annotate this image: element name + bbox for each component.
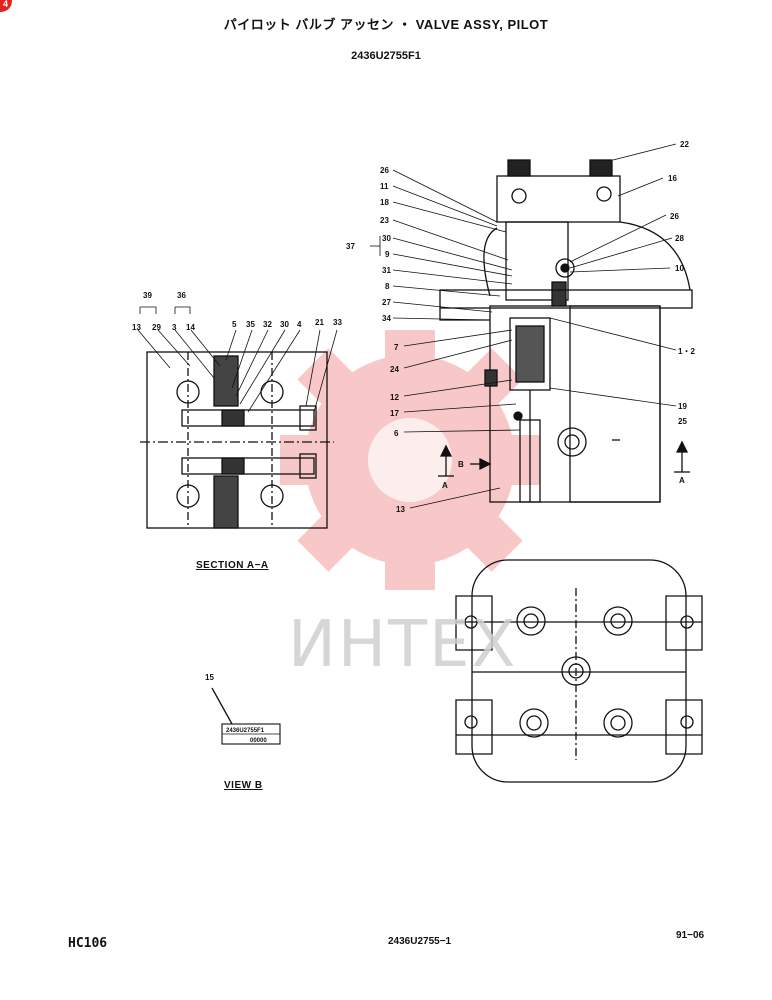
callout-26: 26: [380, 166, 389, 175]
callout-32: 32: [263, 320, 272, 329]
callout-30: 30: [382, 234, 391, 243]
arrow-label-b: B: [458, 460, 464, 469]
callout-39: 39: [143, 291, 152, 300]
callout-34: 34: [382, 314, 391, 323]
callout-15: 15: [205, 673, 214, 682]
callout-labels-section: 39 36 13 29 3 14 5 35 32 30 4 21 33 15: [132, 291, 342, 682]
callout-22: 22: [680, 140, 689, 149]
model-code: HC106: [68, 936, 108, 951]
callout-9: 9: [385, 250, 390, 259]
callout-13s: 13: [132, 323, 141, 332]
callout-4: 4: [297, 320, 302, 329]
callout-8: 8: [385, 282, 390, 291]
callout-28: 28: [675, 234, 684, 243]
arrow-labels: A B A: [442, 460, 685, 490]
callout-27: 27: [382, 298, 391, 307]
callout-26b: 26: [670, 212, 679, 221]
callout-5: 5: [232, 320, 237, 329]
callout-29: 29: [152, 323, 161, 332]
document-number: 2436U2755−1: [388, 936, 452, 947]
callout-30s: 30: [280, 320, 289, 329]
callout-1-2: 1・2: [678, 347, 695, 356]
callout-14: 14: [186, 323, 195, 332]
watermark: ИНТЕХ: [288, 608, 518, 682]
callout-7: 7: [394, 343, 399, 352]
callout-labels-main: 22 16 26 11 18 23 30 9 31 8 27 34 7 24 1…: [346, 140, 695, 514]
section-caption: SECTION A−A: [196, 560, 269, 571]
callout-33: 33: [333, 318, 342, 327]
callout-3: 3: [172, 323, 177, 332]
callout-19: 19: [678, 402, 687, 411]
arrow-label-a-right: A: [679, 476, 685, 485]
callout-21: 21: [315, 318, 324, 327]
revision-date: 91−06: [676, 930, 705, 941]
plate-line-2: 00000: [250, 738, 267, 744]
callout-13: 13: [396, 505, 405, 514]
part-number: 2436U2755F1: [351, 50, 421, 62]
callout-25: 25: [678, 417, 687, 426]
callout-37: 37: [346, 242, 355, 251]
callout-24: 24: [390, 365, 399, 374]
callout-31: 31: [382, 266, 391, 275]
callout-36: 36: [177, 291, 186, 300]
plate-line-1: 2436U2755F1: [226, 728, 265, 734]
callout-35: 35: [246, 320, 255, 329]
callout-11: 11: [380, 182, 389, 191]
callout-16: 16: [668, 174, 677, 183]
callout-6: 6: [394, 429, 399, 438]
callout-18: 18: [380, 198, 389, 207]
page-title: パイロット バルブ アッセン ・ VALVE ASSY, PILOT: [223, 17, 549, 32]
callout-23: 23: [380, 216, 389, 225]
callout-10: 10: [675, 264, 684, 273]
arrow-label-a-left: A: [442, 481, 448, 490]
callout-17: 17: [390, 409, 399, 418]
name-plate: 2436U2755F1 00000: [226, 728, 267, 744]
view-caption: VIEW B: [224, 780, 263, 791]
callout-12: 12: [390, 393, 399, 402]
